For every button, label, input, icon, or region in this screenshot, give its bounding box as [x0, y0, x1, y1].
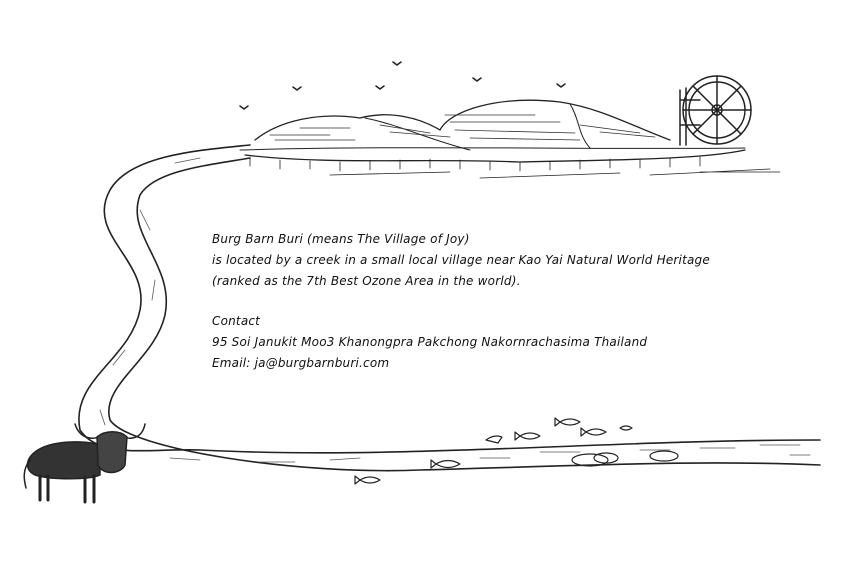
info-text: Burg Barn Buri (means The Village of Joy…: [212, 229, 710, 374]
birds-icon: [239, 61, 566, 110]
about-line-1: Burg Barn Buri (means The Village of Joy…: [212, 232, 470, 246]
fish-icon: [354, 417, 679, 485]
about-line-3: (ranked as the 7th Best Ozone Area in th…: [212, 274, 521, 288]
waterwheel-icon: [679, 75, 752, 146]
contact-heading: Contact: [212, 314, 261, 328]
contact-address: 95 Soi Janukit Moo3 Khanongpra Pakchong …: [212, 335, 648, 349]
buffalo-icon: [23, 423, 146, 504]
email-link[interactable]: ja@burgbarnburi.com: [254, 356, 390, 370]
contact-email-row: Email: ja@burgbarnburi.com: [212, 353, 710, 374]
hills-icon: [239, 99, 781, 179]
email-label: Email:: [212, 356, 251, 370]
river-icon: [78, 144, 821, 472]
about-line-2: is located by a creek in a small local v…: [212, 253, 710, 267]
